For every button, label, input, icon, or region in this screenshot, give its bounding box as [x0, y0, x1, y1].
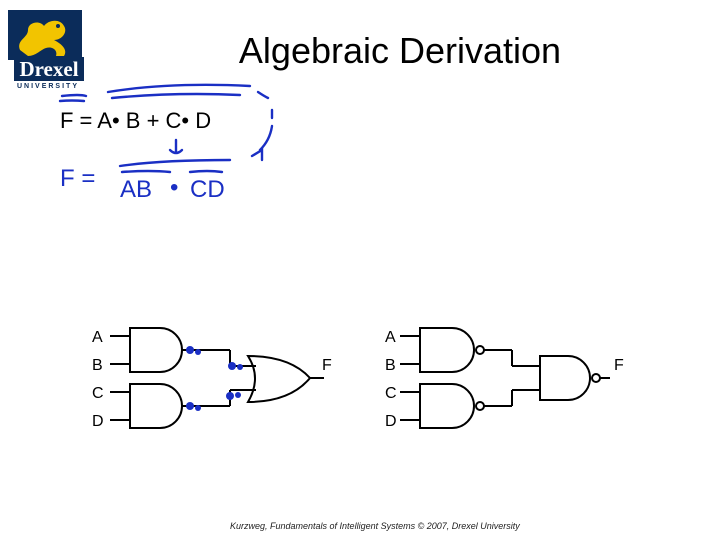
left-input-b: B — [92, 357, 103, 374]
left-input-a: A — [92, 329, 103, 346]
right-input-c: C — [385, 385, 397, 402]
hand-term-ab: AB — [120, 176, 152, 203]
hand-term-cd: CD — [190, 176, 225, 203]
right-input-a: A — [385, 329, 396, 346]
nand-gate-2 — [419, 383, 475, 429]
hand-overbar-2 — [120, 169, 172, 174]
logo-wordmark: Drexel — [14, 57, 84, 81]
drexel-logo: Drexel UNIVERSITY — [6, 10, 84, 92]
right-input-b: B — [385, 357, 396, 374]
left-output-f: F — [322, 357, 332, 374]
and-gate-2 — [129, 383, 183, 429]
hand-overbar-1 — [118, 158, 232, 168]
overbar-stroke-4 — [110, 92, 242, 100]
nand-gate-1 — [419, 327, 475, 373]
right-input-d: D — [385, 413, 397, 430]
hand-lhs: F = — [60, 165, 95, 192]
arrow-left-head — [250, 147, 264, 162]
left-input-c: C — [92, 385, 104, 402]
overbar-stroke-2 — [58, 99, 86, 103]
nand-bubble-out — [591, 373, 601, 383]
or-gate — [246, 354, 312, 404]
dragon-icon — [8, 10, 82, 60]
left-input-d: D — [92, 413, 104, 430]
slide-footer: Kurzweg, Fundamentals of Intelligent Sys… — [230, 521, 520, 531]
overbar-stroke-3 — [106, 83, 252, 94]
overbar-tail — [256, 90, 270, 100]
nand-bubble-1 — [475, 345, 485, 355]
nand-bubble-2 — [475, 401, 485, 411]
hand-dot: • — [170, 174, 178, 201]
and-gate-1 — [129, 327, 183, 373]
boolean-equation: F = A• B + C• D — [60, 108, 212, 133]
overbar-stroke-1 — [60, 93, 88, 98]
hand-overbar-3 — [188, 169, 224, 174]
slide-title: Algebraic Derivation — [238, 30, 562, 71]
nand-gate-out — [539, 355, 591, 401]
curve-mark-2 — [258, 124, 274, 152]
logo-subtitle: UNIVERSITY — [16, 83, 79, 90]
right-output-f: F — [614, 357, 624, 374]
arrow-down-head — [168, 148, 184, 155]
